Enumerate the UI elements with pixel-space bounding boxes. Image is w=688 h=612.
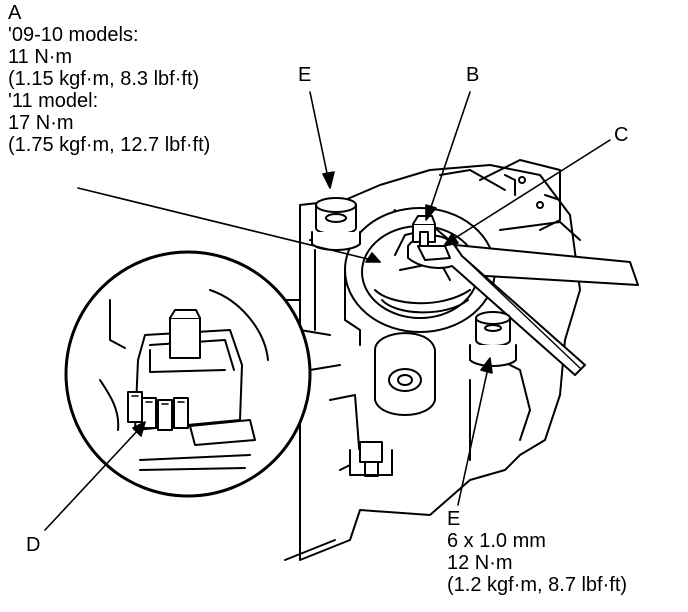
callout-e-bottom: E 6 x 1.0 mm 12 N·m (1.2 kgf·m, 8.7 lbf·… xyxy=(447,508,627,596)
callout-a-line-4: '11 model: xyxy=(8,90,99,112)
callout-a-line-2: 11 N·m xyxy=(8,46,73,68)
pump-housing xyxy=(344,207,496,333)
callout-a-line-3: (1.15 kgf·m, 8.3 lbf·ft) xyxy=(8,68,200,90)
shim-pads xyxy=(127,391,189,431)
lower-bolt xyxy=(349,441,393,477)
callout-a: A '09-10 models: 11 N·m (1.15 kgf·m, 8.3… xyxy=(8,2,210,156)
callout-e-top: E xyxy=(298,64,312,86)
leader-lines xyxy=(44,91,611,531)
bolt-e-bottom xyxy=(469,311,517,367)
callout-e-bottom-line-1: 6 x 1.0 mm xyxy=(447,530,546,552)
callout-d: D xyxy=(26,534,41,556)
adjusting-screw xyxy=(412,215,436,247)
callout-b: B xyxy=(466,64,480,86)
callout-e-bottom-line-2: 12 N·m xyxy=(447,552,513,574)
bolt-e-top xyxy=(311,197,361,251)
callout-e-bottom-line-3: (1.2 kgf·m, 8.7 lbf·ft) xyxy=(447,574,628,596)
callout-a-line-5: 17 N·m xyxy=(8,112,74,134)
callout-a-line-6: (1.75 kgf·m, 12.7 lbf·ft) xyxy=(8,134,211,156)
callout-a-letter: A xyxy=(8,2,22,24)
callout-e-bottom-letter: E xyxy=(447,508,461,530)
callout-c: C xyxy=(614,124,629,146)
callout-a-line-1: '09-10 models: xyxy=(8,24,139,46)
detail-view xyxy=(64,250,312,498)
